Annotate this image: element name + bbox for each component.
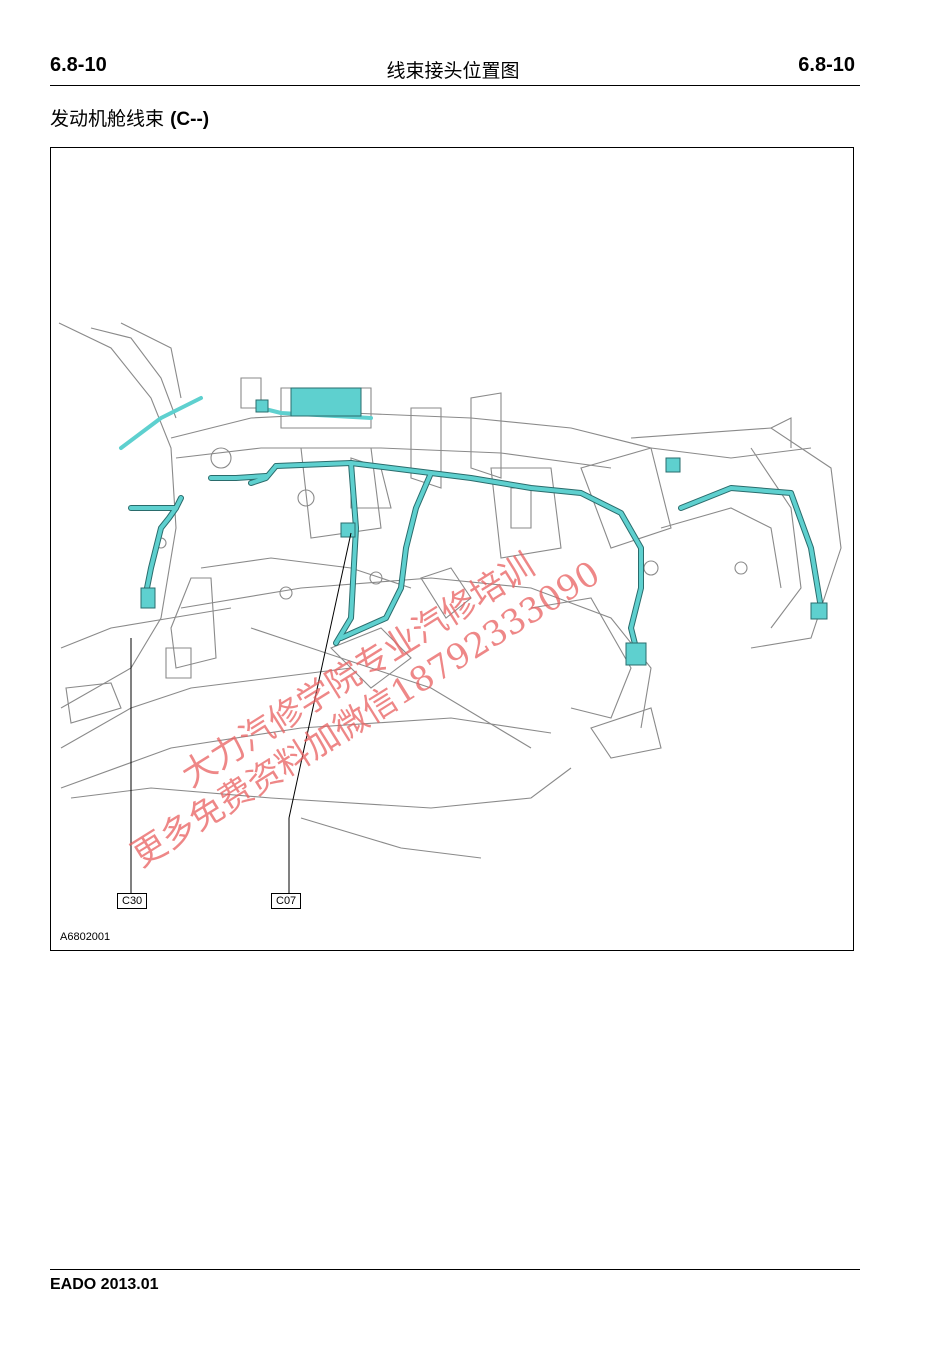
footer-text: EADO 2013.01	[50, 1276, 159, 1293]
watermark: 大力汽修学院专业汽修培训 更多免费资料加微信18792333090	[125, 546, 607, 876]
figure-id: A6802001	[60, 931, 111, 943]
harness-illustration: 大力汽修学院专业汽修培训 更多免费资料加微信18792333090	[58, 322, 842, 893]
header-divider	[50, 85, 860, 86]
callout-leaders	[130, 532, 352, 893]
section-title-code: (C--)	[170, 109, 210, 130]
section-title: 发动机舱线束 (C--)	[50, 104, 209, 131]
callout-c30: C30	[117, 893, 148, 909]
page-number-left: 6.8-10	[50, 54, 107, 76]
vehicle-body-outline	[58, 322, 842, 859]
footer-divider	[50, 1269, 860, 1270]
watermark-line-1: 大力汽修学院专业汽修培训	[175, 546, 542, 796]
harness-figure: 大力汽修学院专业汽修培训 更多免费资料加微信18792333090 C30 C0…	[50, 147, 854, 951]
watermark-line-2: 更多免费资料加微信18792333090	[125, 553, 607, 875]
page-number-right: 6.8-10	[798, 54, 855, 76]
callout-c07: C07	[271, 893, 302, 909]
harness-connectors	[140, 387, 828, 666]
page-title: 线束接头位置图	[386, 60, 520, 82]
section-title-text: 发动机舱线束	[50, 108, 165, 130]
